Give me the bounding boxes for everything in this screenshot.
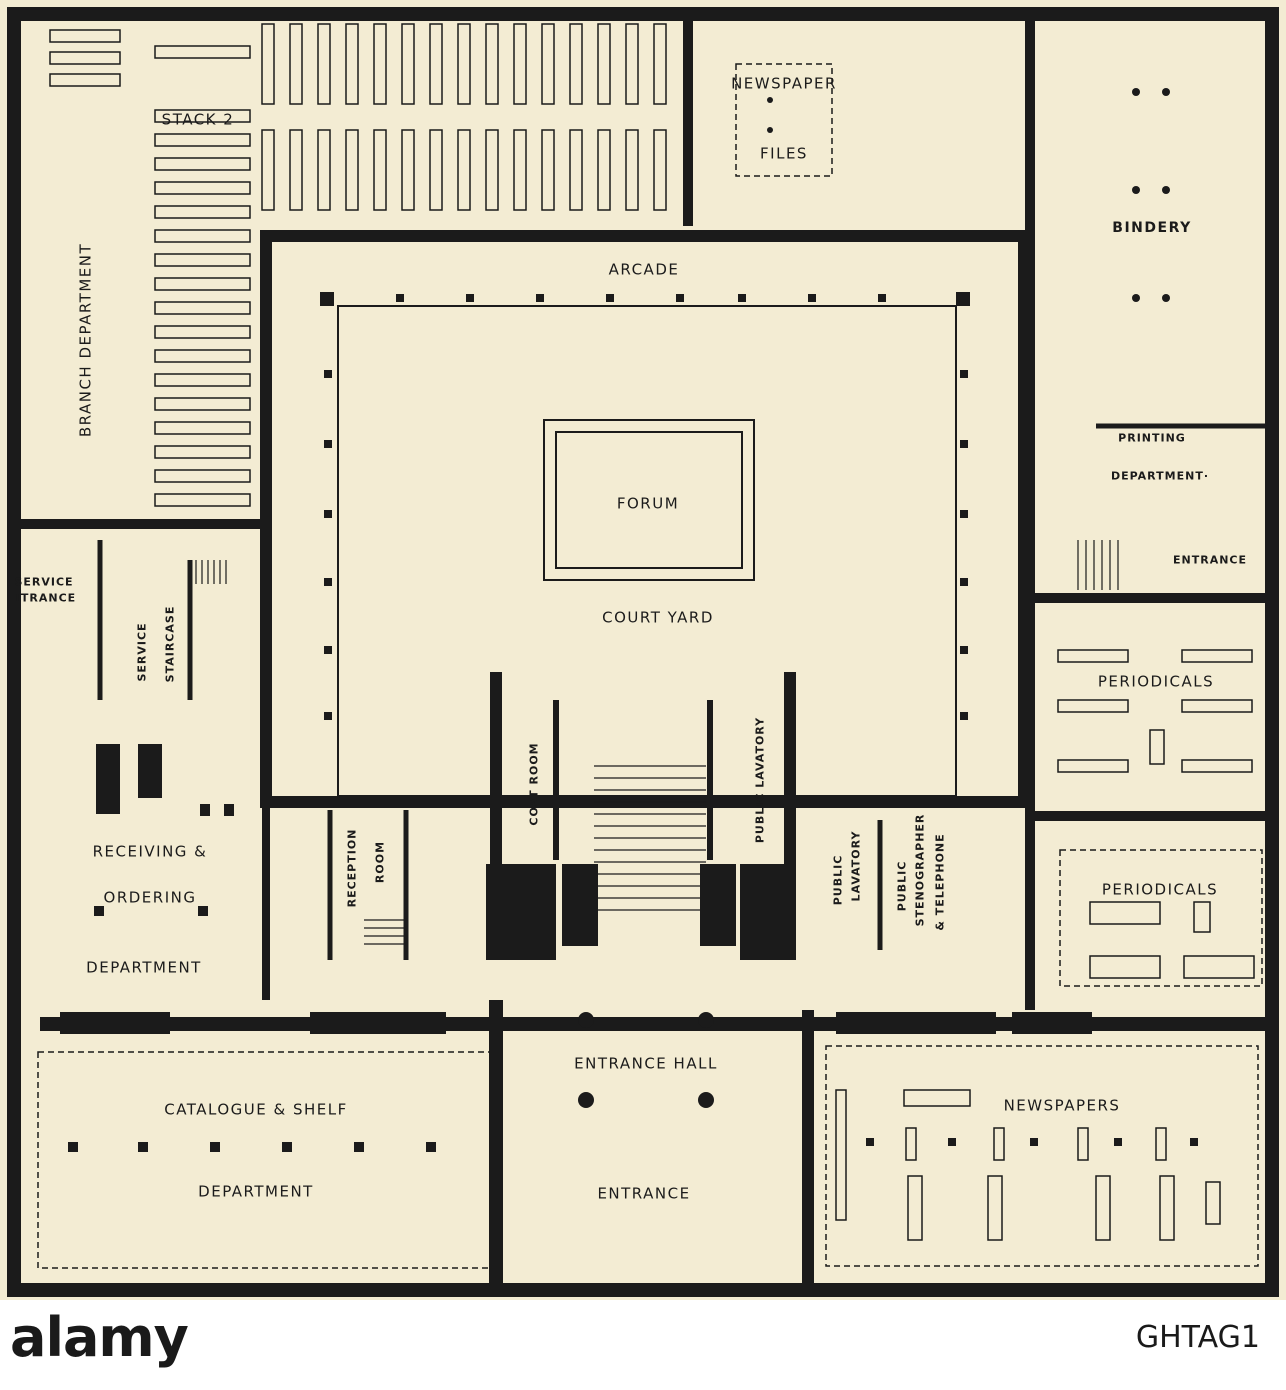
bookstacks <box>49 23 667 507</box>
staircase-details <box>195 540 1119 945</box>
forum-inner <box>555 431 743 569</box>
newspapers-box <box>825 1045 1259 1267</box>
service-hatching <box>60 744 1092 1034</box>
stock-image-id: GHTAG1 <box>1135 1320 1260 1355</box>
outer-wall <box>7 7 1279 1297</box>
forum-outer <box>543 419 755 581</box>
floor-plan: STACK 2 NEWSPAPER FILES BINDERY BRANCH D… <box>0 0 1286 1300</box>
watermark-footer <box>0 1300 1286 1390</box>
court-yard-outline <box>337 305 957 797</box>
furniture <box>835 649 1255 1241</box>
brand-logo: alamy <box>10 1306 189 1369</box>
columns <box>68 88 1198 1152</box>
floor-plan-drawing <box>7 7 1279 1297</box>
periodicals-lower-box <box>1059 849 1263 987</box>
newspaper-files-box <box>735 63 833 177</box>
